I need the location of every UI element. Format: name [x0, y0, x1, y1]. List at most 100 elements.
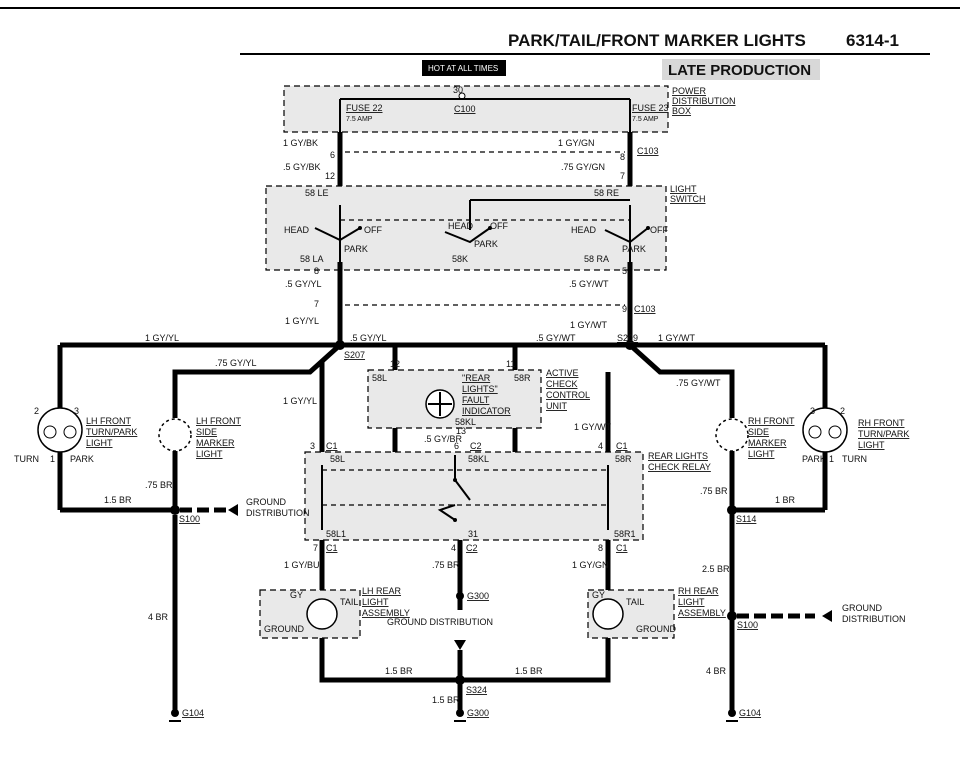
splice-s100-left: [170, 505, 180, 515]
wire-label-1-gy-yl: 1 GY/YL: [285, 316, 319, 326]
ground-dist-right-label-2: DISTRIBUTION: [842, 614, 906, 624]
pin-12-module: 12: [390, 359, 400, 369]
svg-text:MARKER: MARKER: [196, 438, 235, 448]
active-check-control-label: ACTIVE CHECK CONTROL UNIT: [546, 368, 590, 411]
pin-7: 7: [620, 171, 625, 181]
rh-rear-gy: GY: [592, 590, 605, 600]
svg-text:ASSEMBLY: ASSEMBLY: [678, 608, 726, 618]
splice-s209-label: S209: [617, 333, 638, 343]
bus-label-left: 1 GY/YL: [145, 333, 179, 343]
switch-park-left: PARK: [344, 244, 368, 254]
wire-label-15-br-left: 1.5 BR: [104, 495, 132, 505]
splice-s324-label: S324: [466, 685, 487, 695]
pin-5-mid: 5: [622, 266, 627, 276]
ground-dist-left-label-1: GROUND: [246, 497, 286, 507]
svg-text:LIGHT: LIGHT: [858, 440, 885, 450]
switch-park-mid: PARK: [474, 239, 498, 249]
wire-label-1-gy-yl-mid: 1 GY/YL: [283, 396, 317, 406]
ground-arrow-right-icon: [822, 610, 832, 622]
rh-front-turn-park-label: RH FRONT TURN/PARK LIGHT: [858, 418, 909, 450]
splice-s100-right-label: S100: [737, 620, 758, 630]
rh-front-park: PARK: [802, 454, 826, 464]
wire-label-75-gy-yl: .75 GY/YL: [215, 358, 257, 368]
ground-dist-left-label-2: DISTRIBUTION: [246, 508, 310, 518]
svg-text:LIGHT: LIGHT: [362, 597, 389, 607]
lh-rear-tail-lamp-icon: [306, 598, 338, 630]
relay-c1-bottom-left: C1: [326, 543, 338, 553]
pin-8-mid: 8: [314, 266, 319, 276]
relay-wire-5-gy-br: .5 GY/BR: [424, 434, 463, 444]
svg-text:FAULT: FAULT: [462, 395, 490, 405]
relay-58l: 58L: [330, 454, 345, 464]
svg-text:SIDE: SIDE: [748, 427, 769, 437]
pin-7-mid: 7: [314, 299, 319, 309]
rh-front-pin-3: 3: [810, 406, 815, 416]
svg-text:MARKER: MARKER: [748, 438, 787, 448]
relay-58r1: 58R1: [614, 529, 636, 539]
lh-front-turn: TURN: [14, 454, 39, 464]
relay-58kl-top: 58KL: [455, 417, 476, 427]
relay-58l1: 58L1: [326, 529, 346, 539]
hot-at-all-times-text: HOT AT ALL TIMES: [428, 64, 498, 73]
relay-c1-left: C1: [326, 441, 338, 451]
fuse-22-label: FUSE 22: [346, 103, 383, 113]
fuse-23-label: FUSE 23: [632, 103, 669, 113]
wire-label-1-br-right: 1 BR: [775, 495, 796, 505]
rear-lights-check-relay-box: [304, 451, 644, 541]
terminal-58k: 58K: [452, 254, 468, 264]
relay-pin-4-bottom: 4: [451, 543, 456, 553]
rh-front-turn: TURN: [842, 454, 867, 464]
svg-text:TURN/PARK: TURN/PARK: [86, 427, 137, 437]
relay-c1-right: C1: [616, 441, 628, 451]
power-distribution-box: [283, 85, 669, 133]
lh-rear-light-label: LH REAR LIGHT ASSEMBLY: [362, 586, 410, 618]
fuse-23-amp: 7.5 AMP: [632, 116, 659, 123]
fuse-22-amp: 7.5 AMP: [346, 116, 373, 123]
wire-label-1-gy-bu: 1 GY/BU: [284, 560, 320, 570]
ground-g104-right: G104: [739, 708, 761, 718]
wire-label-15-br-c: 1.5 BR: [432, 695, 460, 705]
switch-off-mid: OFF: [490, 221, 508, 231]
wire-label-4-br-right: 4 BR: [706, 666, 727, 676]
hot-at-all-times-badge: [422, 60, 506, 76]
wire-label-1-gy-gn: 1 GY/GN: [558, 138, 595, 148]
module-58l: 58L: [372, 373, 387, 383]
wire-75-gy-wt: [628, 343, 735, 418]
relay-pin-7: 7: [313, 543, 318, 553]
rh-front-side-marker-lamp-icon: [715, 418, 749, 452]
splice-s207-label: S207: [344, 350, 365, 360]
wire-75-gy-yl: [172, 343, 342, 418]
splice-s100-left-label: S100: [179, 514, 200, 524]
wire-label-75-br-left: .75 BR: [145, 480, 173, 490]
ground-g300-bottom-icon: [456, 709, 464, 717]
svg-text:LIGHT: LIGHT: [678, 597, 705, 607]
svg-text:CONTROL: CONTROL: [546, 390, 590, 400]
ground-g104-left-icon: [171, 709, 179, 717]
pin-6: 6: [330, 150, 335, 160]
lh-front-park: PARK: [70, 454, 94, 464]
relay-pin-4: 4: [598, 441, 603, 451]
power-box-label-3: BOX: [672, 106, 691, 116]
relay-58kl: 58KL: [468, 454, 489, 464]
switch-blade-right: [604, 227, 649, 244]
switch-head-left: HEAD: [284, 225, 310, 235]
relay-pin-31: 31: [468, 529, 478, 539]
relay-c2-bottom: C2: [466, 543, 478, 553]
wire-label-75-br-right: .75 BR: [700, 486, 728, 496]
rear-ground-bus: [319, 638, 611, 683]
wire-label-5-gy-wt: .5 GY/WT: [569, 279, 609, 289]
switch-off-right: OFF: [650, 225, 668, 235]
lh-front-side-marker-lamp-icon: [158, 418, 192, 452]
svg-text:CHECK RELAY: CHECK RELAY: [648, 462, 711, 472]
rh-front-pin-2: 2: [840, 406, 845, 416]
wire-label-4-br-left: 4 BR: [148, 612, 169, 622]
connector-c103-top: C103: [637, 146, 659, 156]
terminal-58ra: 58 RA: [584, 254, 609, 264]
splice-s100-right: [727, 611, 737, 621]
page-title: PARK/TAIL/FRONT MARKER LIGHTS: [508, 31, 806, 50]
wire-label-75-gy-wt: .75 GY/WT: [676, 378, 721, 388]
active-check-control-unit: [367, 369, 542, 429]
lh-rear-ground: GROUND: [264, 624, 304, 634]
lh-front-pin-1: 1: [50, 454, 55, 464]
switch-off-left: OFF: [364, 225, 382, 235]
